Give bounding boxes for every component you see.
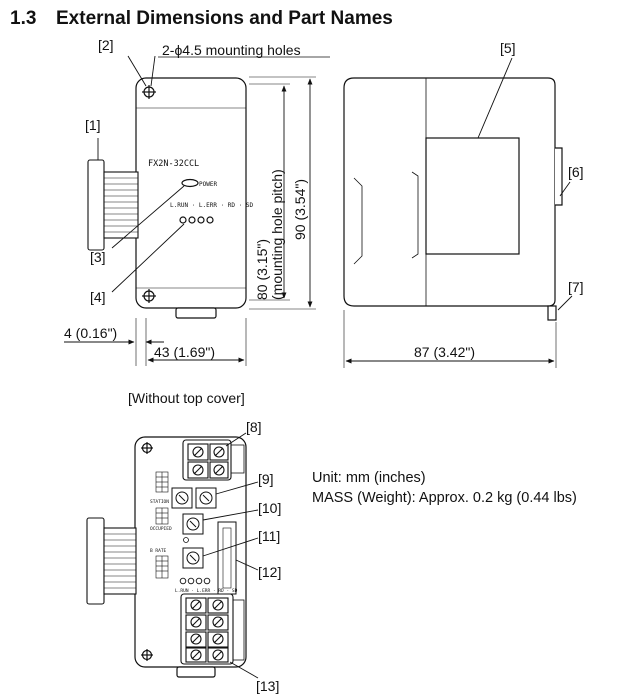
front-body	[135, 77, 247, 309]
led-sd	[206, 216, 214, 224]
label-3: [3]	[90, 249, 106, 265]
dim-width: 43 (1.69")	[154, 344, 215, 360]
nameplate-area	[425, 137, 520, 255]
dim-pitch-value: 80 (3.15")	[254, 239, 270, 300]
label-1: [1]	[85, 117, 101, 133]
section-number: 1.3	[10, 8, 37, 29]
occupied-switch	[182, 513, 204, 535]
side-view	[343, 77, 563, 321]
power-led-label: POWER	[199, 181, 217, 188]
din-clip	[547, 305, 557, 321]
label-6: [6]	[568, 164, 584, 180]
extension-cable-bottom	[86, 517, 137, 605]
timer-indicator	[183, 537, 189, 543]
label-12: [12]	[258, 564, 281, 580]
extension-cable	[87, 159, 139, 251]
horizontal-dimensions-side	[343, 310, 557, 368]
section-title: External Dimensions and Part Names	[56, 8, 393, 29]
label-5: [5]	[500, 40, 516, 56]
dim-side-depth: 87 (3.42")	[414, 344, 475, 360]
caption-without-cover: [Without top cover]	[128, 390, 245, 406]
front-leaders	[97, 55, 185, 293]
unit-note: Unit: mm (inches)	[312, 470, 426, 486]
mounting-hole-top	[142, 85, 156, 99]
bottom-leds	[179, 577, 211, 585]
model-label: FX2N-32CCL	[148, 159, 199, 169]
label-occupied: OCCUPIED	[150, 526, 172, 532]
label-b-rate: B RATE	[150, 548, 167, 554]
vertical-dimensions	[249, 76, 316, 310]
dim-total-height: 90 (3.54")	[292, 179, 308, 240]
led-lerr	[188, 216, 196, 224]
led-lrun	[179, 216, 187, 224]
setting-tables	[155, 471, 169, 579]
baud-rate-switch	[182, 547, 204, 569]
power-led	[181, 178, 199, 188]
bottom-leaders	[202, 432, 259, 679]
horizontal-dimensions-front	[64, 318, 247, 366]
label-station: STATION	[150, 499, 169, 505]
led-rd	[197, 216, 205, 224]
din-rail-hook	[555, 147, 563, 206]
label-bottom-leds: L.RUN · L.ERR · RD · SD	[175, 588, 238, 594]
label-2: [2]	[98, 37, 114, 53]
label-10: [10]	[258, 500, 281, 516]
label-7: [7]	[568, 279, 584, 295]
terminal-block-bottom	[180, 593, 234, 665]
terminal-block-top	[182, 439, 232, 481]
front-view	[135, 77, 247, 319]
side-leaders	[477, 57, 573, 311]
mounting-holes-note: 2-ϕ4.5 mounting holes	[162, 42, 301, 58]
label-8: [8]	[246, 419, 262, 435]
station-switches	[171, 487, 217, 509]
mass-note: MASS (Weight): Approx. 0.2 kg (0.44 lbs)	[312, 490, 577, 506]
label-11: [11]	[258, 528, 280, 544]
front-bottom-tab	[175, 307, 217, 319]
label-4: [4]	[90, 289, 106, 305]
dim-offset: 4 (0.16")	[64, 325, 117, 341]
led-row-label: L.RUN · L.ERR · RD · SD	[170, 202, 253, 209]
label-9: [9]	[258, 471, 274, 487]
label-13: [13]	[256, 678, 279, 694]
mounting-hole-bottom	[142, 289, 156, 303]
section-heading: 1.3 External Dimensions and Part Names	[10, 8, 393, 30]
dim-pitch-note: (mounting hole pitch)	[269, 169, 285, 300]
